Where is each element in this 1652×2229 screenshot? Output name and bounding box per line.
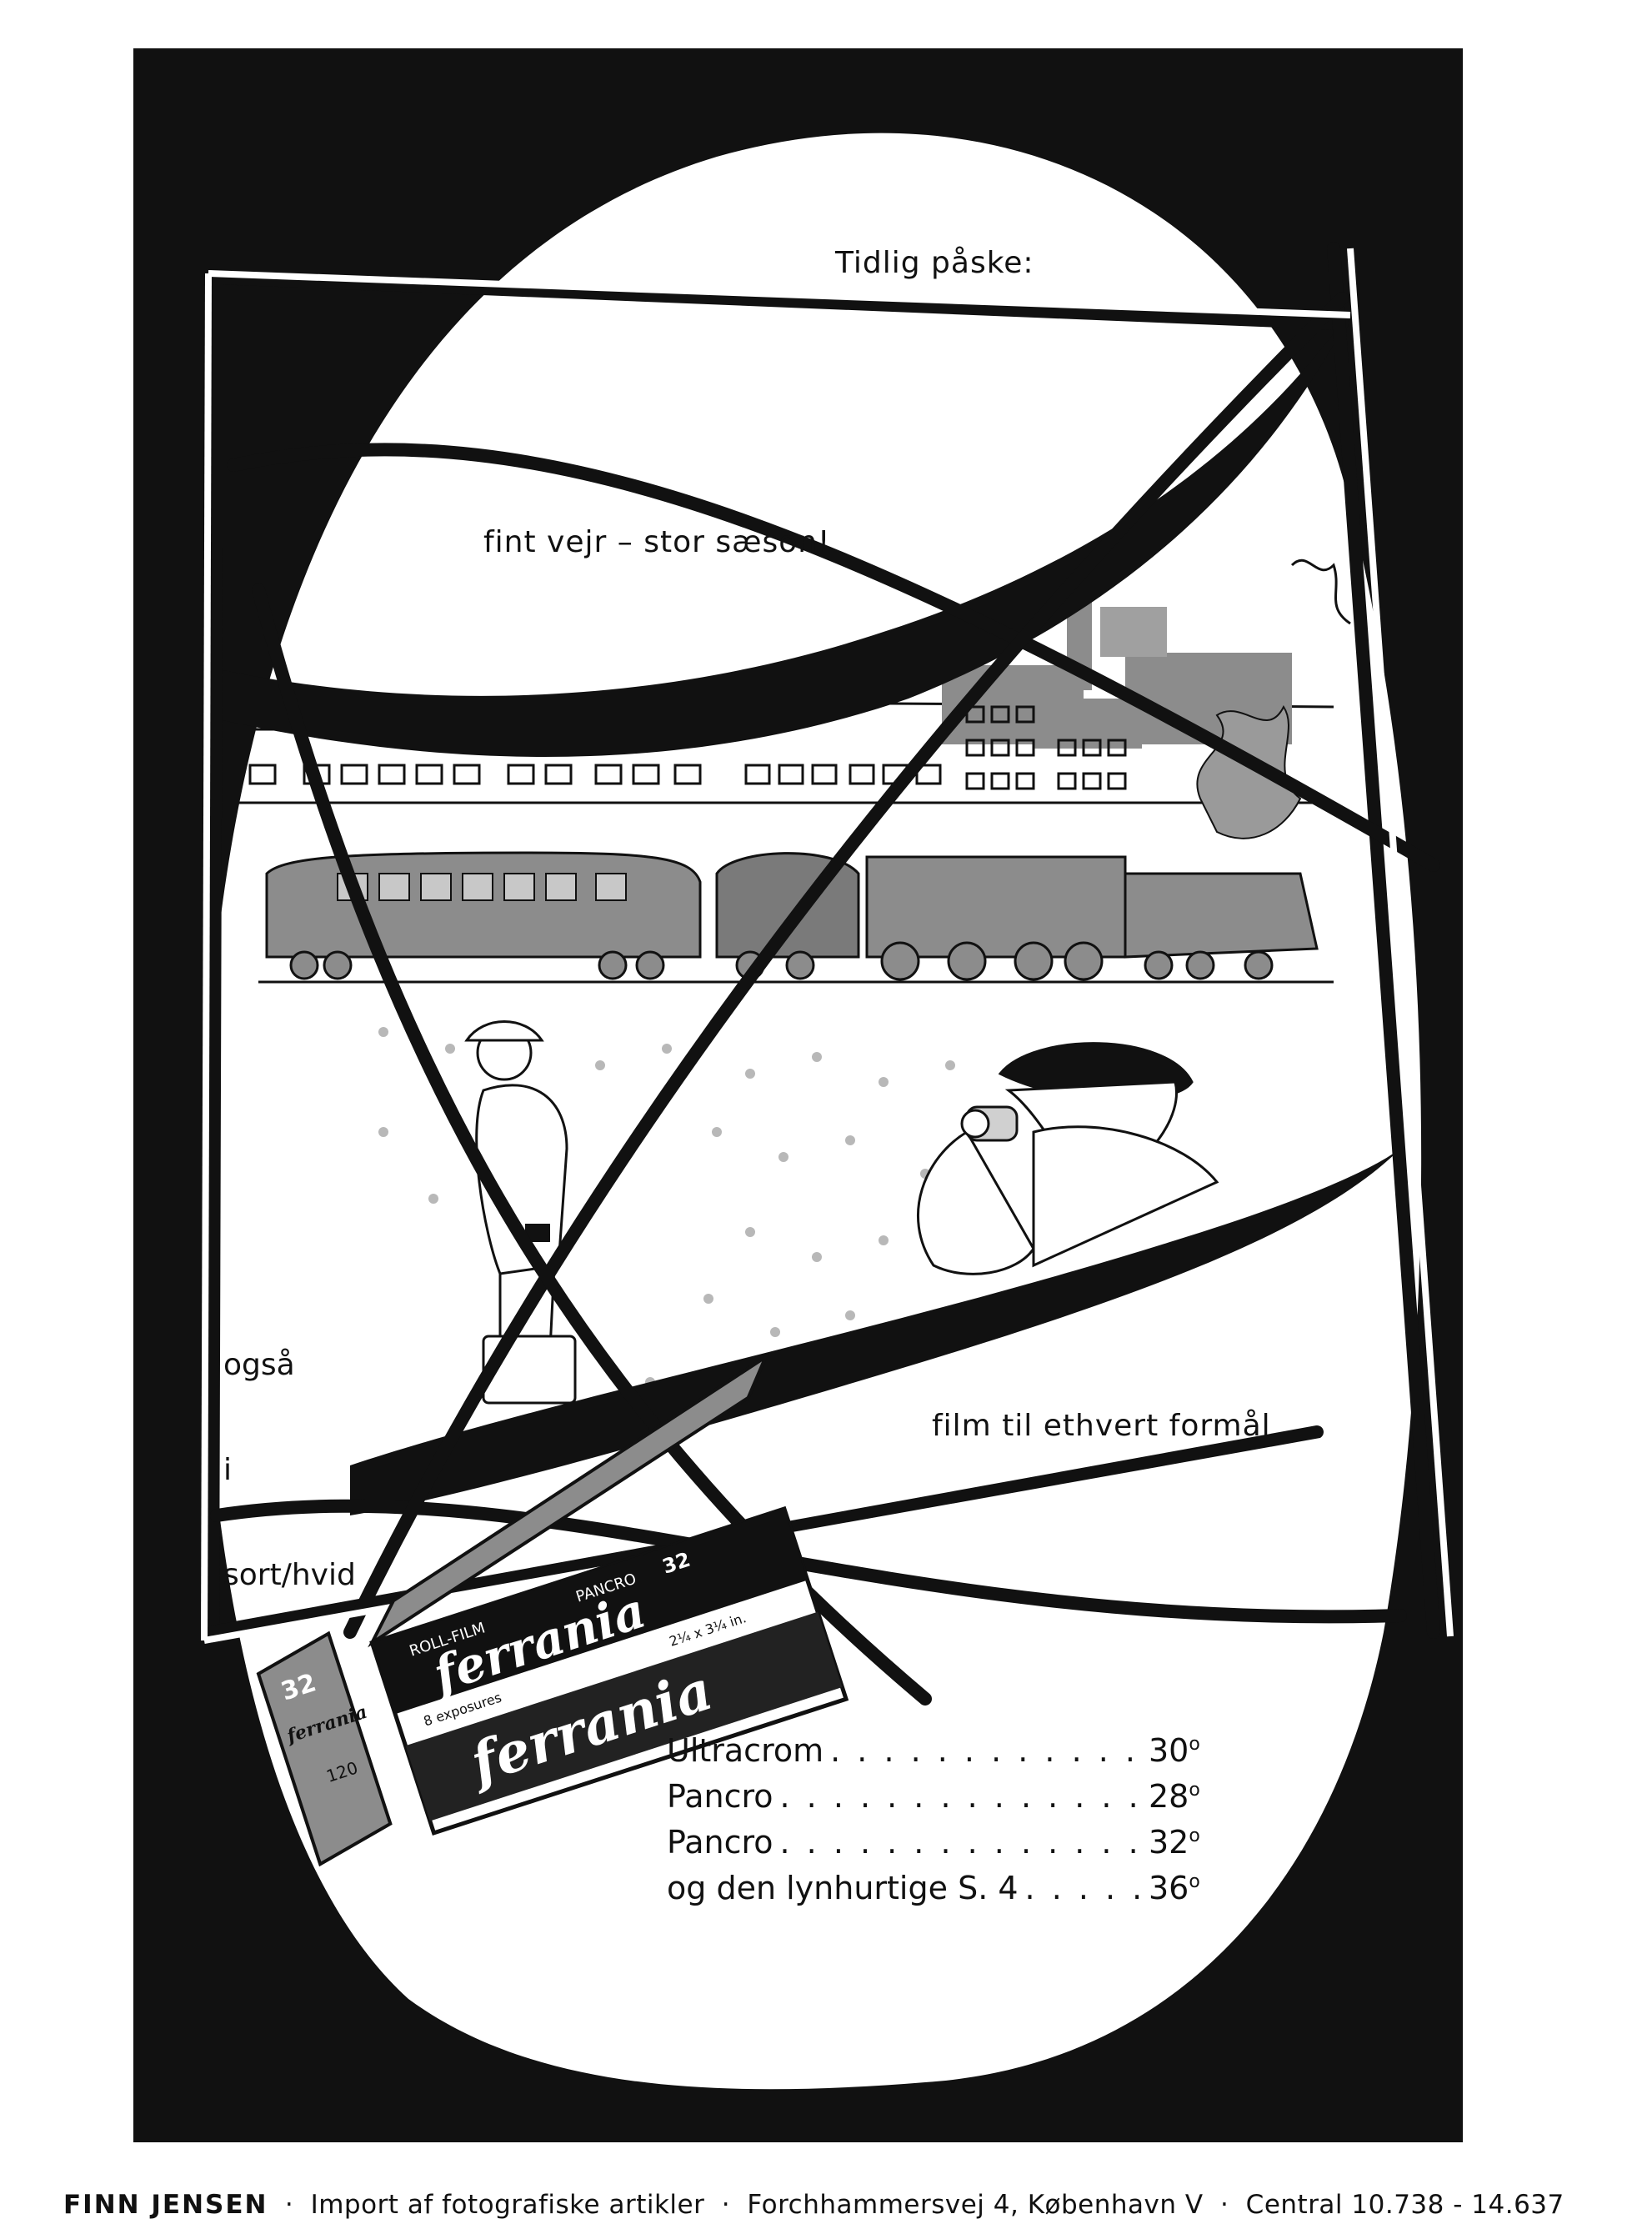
- film-speed-list: Ultracrom 30o Pancro 28o Pancro 32o og d…: [667, 1732, 1217, 1916]
- side-note-line: i: [223, 1453, 233, 1487]
- dot-leader: [830, 1732, 1142, 1769]
- side-note-line: sort/hvid: [223, 1558, 356, 1592]
- tagline-film-for-every-purpose: film til ethvert formål: [932, 1409, 1271, 1443]
- headline-fine-weather: fint vejr – stor sæson!: [483, 525, 831, 559]
- headline-early-easter: Tidlig påske:: [835, 246, 1034, 280]
- list-item: Ultracrom 30o: [667, 1732, 1217, 1778]
- film-name: Ultracrom: [667, 1732, 824, 1769]
- separator: ·: [721, 2190, 731, 2220]
- ad-illustration: ROLL-FILM PANCRO 32 ferrania 8 exposures…: [133, 48, 1463, 2142]
- black-band-lower: [350, 1149, 1400, 1515]
- film-speed: 28o: [1149, 1778, 1200, 1815]
- dot-leader: [780, 1778, 1142, 1815]
- list-item: Pancro 28o: [667, 1778, 1217, 1824]
- dot-leader: [1025, 1870, 1142, 1906]
- company-name: FINN JENSEN: [63, 2190, 268, 2220]
- film-box-side: 32 ferrania 120: [256, 1630, 393, 1867]
- dot-leader: [780, 1824, 1142, 1861]
- separator: ·: [1219, 2190, 1229, 2220]
- film-box: ROLL-FILM PANCRO 32 ferrania 8 exposures…: [368, 1352, 849, 1836]
- advertisement-panel: ROLL-FILM PANCRO 32 ferrania 8 exposures…: [133, 48, 1463, 2142]
- film-name: og den lynhurtige S. 4: [667, 1870, 1019, 1906]
- side-note-black-white: også i sort/hvid: [223, 1278, 356, 1628]
- company-address: Forchhammersvej 4, København V: [747, 2190, 1204, 2220]
- film-name: Pancro: [667, 1778, 773, 1815]
- film-speed: 32o: [1149, 1824, 1200, 1861]
- list-item: og den lynhurtige S. 4 36o: [667, 1870, 1217, 1916]
- side-note-line: også: [223, 1348, 295, 1382]
- film-speed: 30o: [1149, 1732, 1200, 1769]
- company-phone: Central 10.738 - 14.637: [1245, 2190, 1564, 2220]
- separator: ·: [284, 2190, 294, 2220]
- list-item: Pancro 32o: [667, 1824, 1217, 1870]
- film-name: Pancro: [667, 1824, 773, 1861]
- footer-importer-info: FINN JENSEN · Import af fotografiske art…: [63, 2190, 1564, 2220]
- company-description: Import af fotografiske artikler: [310, 2190, 705, 2220]
- film-speed: 36o: [1149, 1870, 1200, 1906]
